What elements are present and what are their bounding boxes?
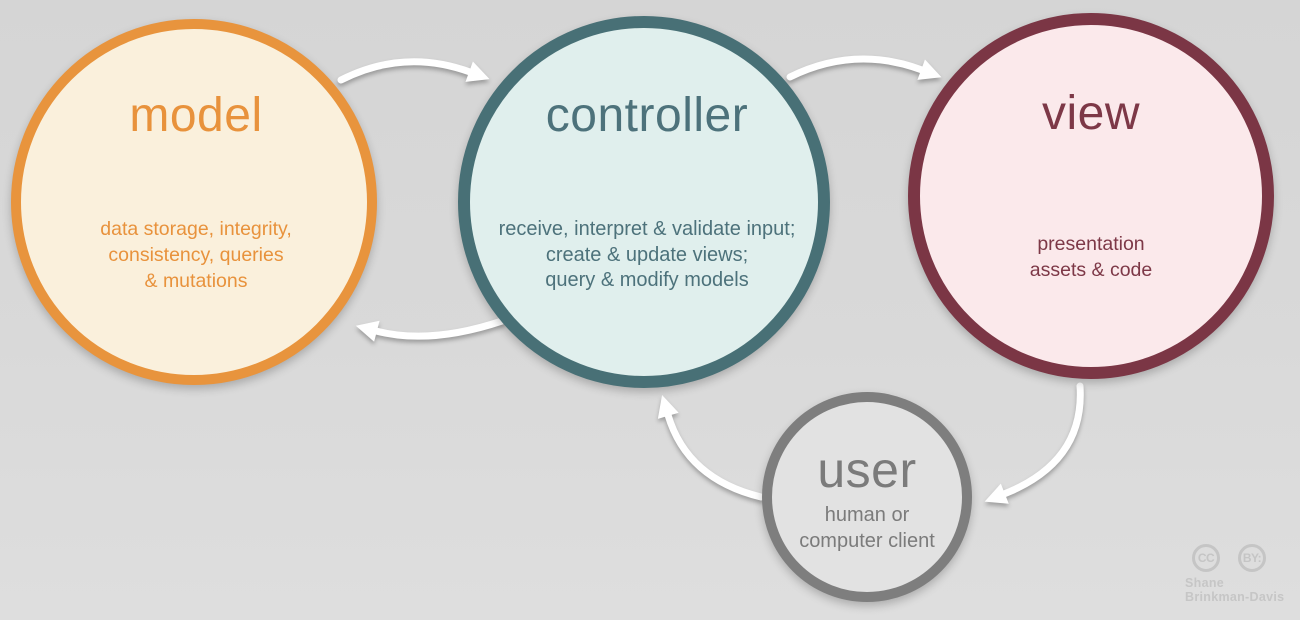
- view-title: view: [1041, 87, 1141, 140]
- attribution-line: Shane: [1185, 576, 1225, 590]
- attribution-text: Shane Brinkman-Davis: [1185, 576, 1295, 604]
- cc-by-icon: BY:: [1238, 544, 1266, 572]
- user-title: user: [817, 442, 917, 498]
- model-title: model: [129, 89, 263, 142]
- model-description-line: data storage, integrity,: [100, 218, 292, 240]
- arrow-controller-to-model: [355, 317, 506, 342]
- view-description: presentation assets & code: [941, 231, 1241, 283]
- controller-title: controller: [545, 89, 749, 142]
- user-node: [762, 392, 972, 602]
- model-description-line: & mutations: [144, 270, 248, 292]
- user-description-line: computer client: [799, 529, 935, 552]
- user-description-line: human or: [824, 504, 910, 526]
- controller-description-line: create & update views;: [545, 243, 749, 266]
- license-badges: CC BY:: [1192, 544, 1295, 572]
- controller-node: [458, 16, 830, 388]
- arrow-controller-to-view: [786, 55, 942, 81]
- model-description: data storage, integrity, consistency, qu…: [36, 216, 356, 294]
- arrow-view-to-user: [984, 382, 1084, 504]
- model-node: [11, 19, 377, 385]
- controller-description: receive, interpret & validate input; cre…: [437, 217, 857, 294]
- view-description-line: presentation: [1037, 233, 1145, 255]
- controller-description-line: receive, interpret & validate input;: [498, 218, 796, 240]
- view-node: [908, 13, 1274, 379]
- user-description: human or computer client: [747, 503, 987, 554]
- model-description-line: consistency, queries: [108, 244, 284, 266]
- license-block: CC BY: Shane Brinkman-Davis: [1185, 544, 1295, 604]
- cc-icon: CC: [1192, 544, 1220, 572]
- view-description-line: assets & code: [1029, 259, 1153, 281]
- attribution-line: Brinkman-Davis: [1185, 590, 1285, 604]
- arrow-model-to-controller: [337, 58, 490, 84]
- controller-description-line: query & modify models: [545, 269, 749, 291]
